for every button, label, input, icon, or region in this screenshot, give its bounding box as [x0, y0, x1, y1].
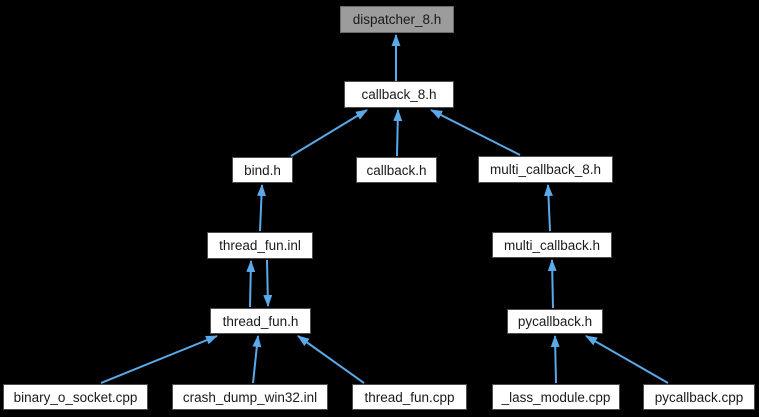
edge-pycallback.cpp-to-pycallback.h	[585, 335, 669, 384]
edge-pycallback.h-to-multi_callback.h	[547, 259, 557, 309]
edge-binary_o_socket.cpp-to-thread_fun.h	[100, 335, 218, 384]
graph-node-thread_fun.h[interactable]: thread_fun.h	[210, 308, 311, 334]
graph-node-callback_8.h[interactable]: callback_8.h	[344, 81, 454, 108]
graph-node-pycallback.h[interactable]: pycallback.h	[507, 309, 603, 334]
graph-node-binary_o_socket.cpp[interactable]: binary_o_socket.cpp	[3, 384, 148, 410]
graph-node-dispatcher_8.h[interactable]: dispatcher_8.h	[340, 6, 454, 33]
graph-node-callback.h[interactable]: callback.h	[356, 157, 437, 183]
edge-callback.h-to-callback_8.h	[393, 109, 403, 157]
graph-node-crash_dump_win32.inl[interactable]: crash_dump_win32.inl	[172, 384, 328, 410]
edge-multi_callback.h-to-multi_callback_8.h	[543, 184, 553, 232]
graph-node-thread_fun.inl[interactable]: thread_fun.inl	[207, 232, 313, 259]
edge-thread_fun.inl-to-bind.h	[257, 184, 267, 232]
graph-node-_lass_module.cpp[interactable]: _lass_module.cpp	[492, 384, 620, 410]
graph-node-multi_callback_8.h[interactable]: multi_callback_8.h	[478, 156, 613, 183]
edge-thread_fun.inl-to-thread_fun.h	[263, 259, 273, 307]
graph-node-multi_callback.h[interactable]: multi_callback.h	[492, 232, 612, 258]
graph-node-pycallback.cpp[interactable]: pycallback.cpp	[643, 384, 755, 410]
edge-thread_fun.h-to-thread_fun.inl	[246, 260, 256, 308]
edge-crash_dump_win32.inl-to-thread_fun.h	[252, 335, 262, 384]
graph-node-bind.h[interactable]: bind.h	[232, 157, 293, 183]
edge-bind.h-to-callback_8.h	[290, 109, 368, 157]
graph-node-thread_fun.cpp[interactable]: thread_fun.cpp	[352, 384, 467, 410]
edge-multi_callback_8.h-to-callback_8.h	[430, 109, 521, 156]
edge-thread_fun.cpp-to-thread_fun.h	[297, 335, 365, 384]
edge-_lass_module.cpp-to-pycallback.h	[550, 335, 560, 384]
